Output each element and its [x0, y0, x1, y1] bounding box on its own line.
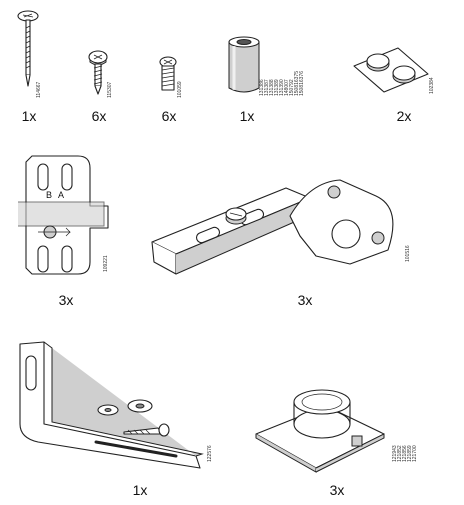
bumper-pads-icon — [353, 47, 429, 93]
plate-label-a: A — [58, 190, 65, 200]
plate-label-b: B — [46, 190, 53, 200]
part-code: 115307 — [107, 81, 113, 98]
quantity-label: 3x — [58, 292, 74, 308]
quantity-label: 3x — [329, 482, 345, 498]
part-code: 109221 — [103, 255, 109, 272]
part-code: 122576 — [207, 445, 213, 462]
part-code: 114667 — [36, 81, 42, 98]
damper-base-illustration — [252, 389, 392, 476]
quantity-label: 6x — [161, 108, 177, 124]
pan-head-screw-icon — [88, 50, 108, 95]
bumper-pads-illustration — [352, 44, 432, 94]
pan-head-screw-illustration — [86, 50, 116, 100]
spacer-cylinder-illustration — [226, 36, 266, 98]
mounting-plate-illustration: B A — [18, 150, 113, 278]
euro-screw-icon — [159, 56, 177, 91]
euro-screw-illustration — [157, 56, 187, 101]
mounting-plate-icon — [18, 155, 109, 275]
damper-base-icon — [255, 389, 385, 473]
l-bracket-icon — [19, 341, 204, 469]
quantity-label: 2x — [396, 108, 412, 124]
quantity-label: 1x — [21, 108, 37, 124]
flat-head-screw-illustration — [14, 8, 44, 103]
cabinet-hinge-icon — [151, 179, 394, 275]
part-code: 102384 — [429, 77, 435, 94]
spacer-cylinder-icon — [228, 36, 260, 93]
quantity-label: 3x — [297, 292, 313, 308]
quantity-label: 1x — [239, 108, 255, 124]
cabinet-hinge-illustration — [140, 176, 410, 291]
quantity-label: 1x — [132, 482, 148, 498]
flat-head-screw-icon — [17, 10, 39, 87]
l-bracket-illustration — [16, 338, 216, 473]
quantity-label: 6x — [91, 108, 107, 124]
part-code: 101516 — [405, 245, 411, 262]
part-code: 101059 — [177, 81, 183, 98]
